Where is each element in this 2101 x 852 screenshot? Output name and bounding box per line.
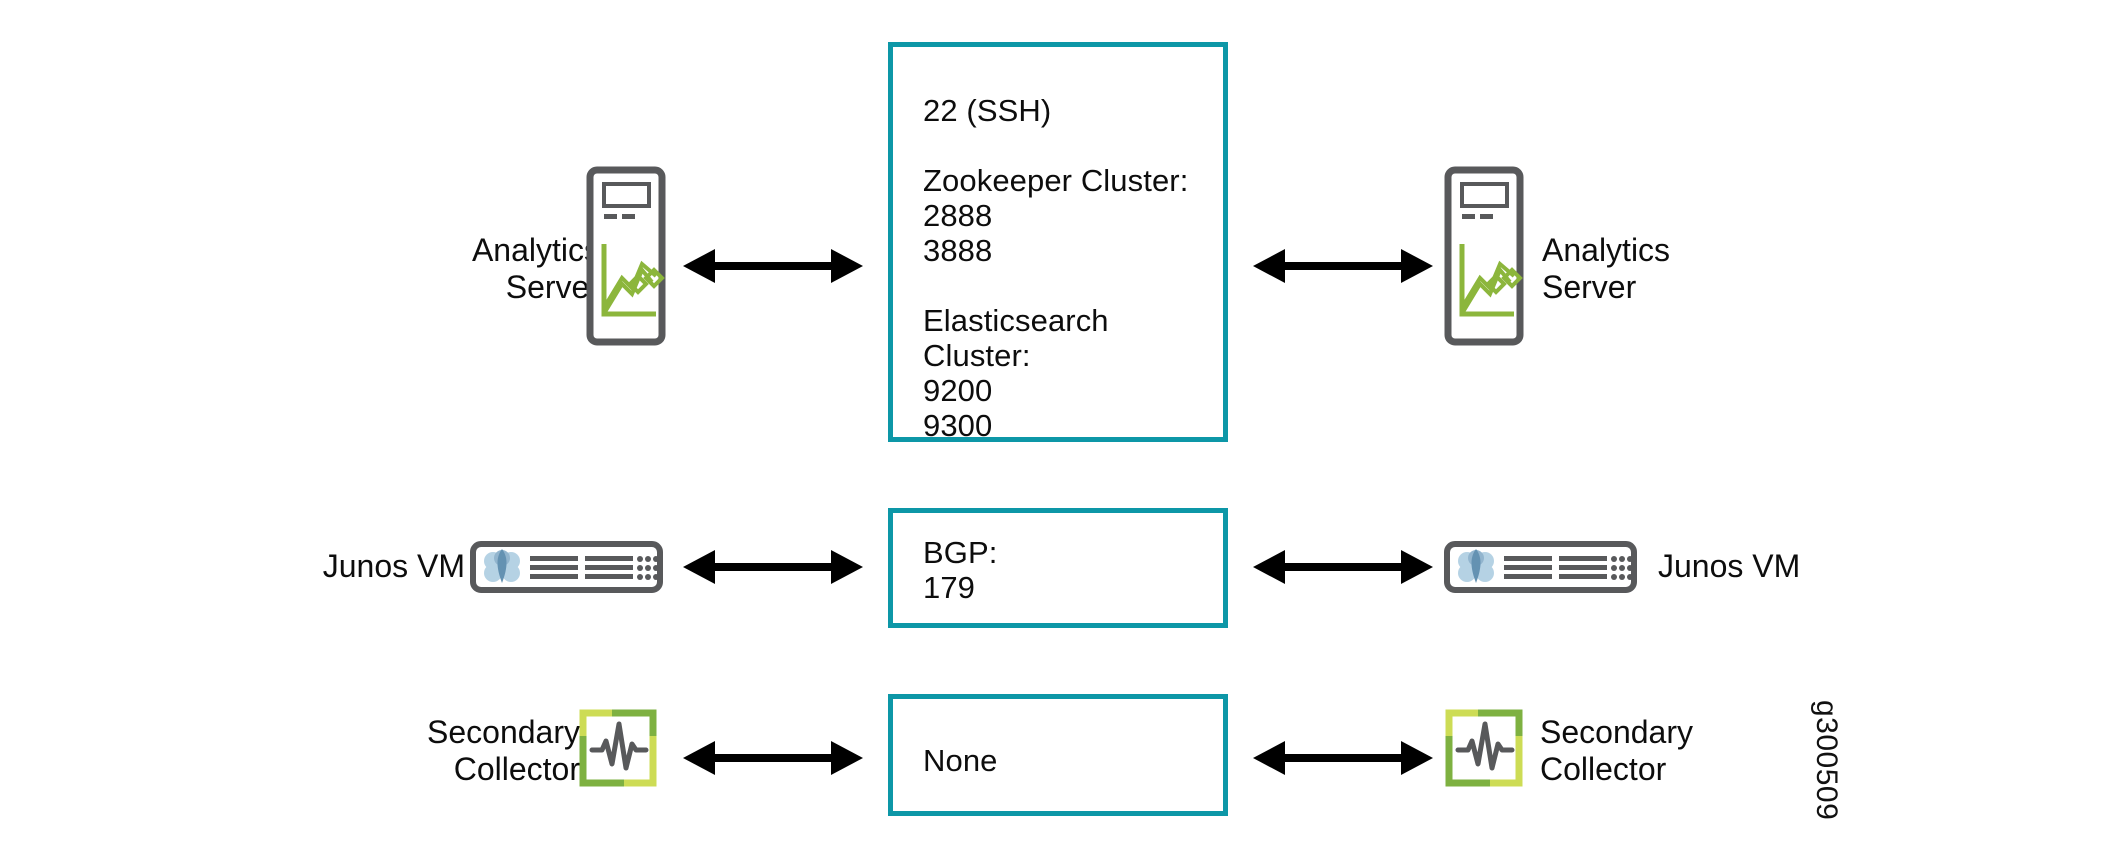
ports-box-junos-vm: BGP: 179: [888, 508, 1228, 628]
ports-box-analytics-text: 22 (SSH) Zookeeper Cluster: 2888 3888 El…: [923, 93, 1189, 443]
node-label-analytics-server-right: Analytics Server: [1542, 232, 1671, 305]
ports-box-secondary-collector-text: None: [923, 743, 998, 778]
secondary-collector-icon: [1445, 709, 1523, 787]
node-label-junos-vm-left: Junos VM: [322, 548, 465, 584]
bidirectional-arrow-collector-right: [1253, 741, 1433, 775]
bidirectional-arrow-junos-left: [683, 550, 863, 584]
bidirectional-arrow-collector-left: [683, 741, 863, 775]
figure-id-watermark: g300509: [1810, 700, 1843, 821]
ports-box-analytics: 22 (SSH) Zookeeper Cluster: 2888 3888 El…: [888, 42, 1228, 443]
node-label-junos-vm-right: Junos VM: [1658, 548, 1801, 584]
node-label-secondary-collector-right: Secondary Collector: [1540, 714, 1693, 787]
ports-box-junos-vm-text: BGP: 179: [923, 535, 998, 605]
secondary-collector-icon: [579, 709, 657, 787]
analytics-server-icon: [586, 166, 666, 346]
analytics-server-icon: [1444, 166, 1524, 346]
junos-vm-icon: [1444, 541, 1637, 593]
ports-box-secondary-collector: None: [888, 694, 1228, 816]
bidirectional-arrow-analytics-left: [683, 249, 863, 283]
node-label-secondary-collector-left: Secondary Collector: [427, 714, 580, 787]
bidirectional-arrow-junos-right: [1253, 550, 1433, 584]
node-label-analytics-server-left: Analytics Server: [471, 232, 600, 305]
bidirectional-arrow-analytics-right: [1253, 249, 1433, 283]
junos-vm-icon: [470, 541, 663, 593]
